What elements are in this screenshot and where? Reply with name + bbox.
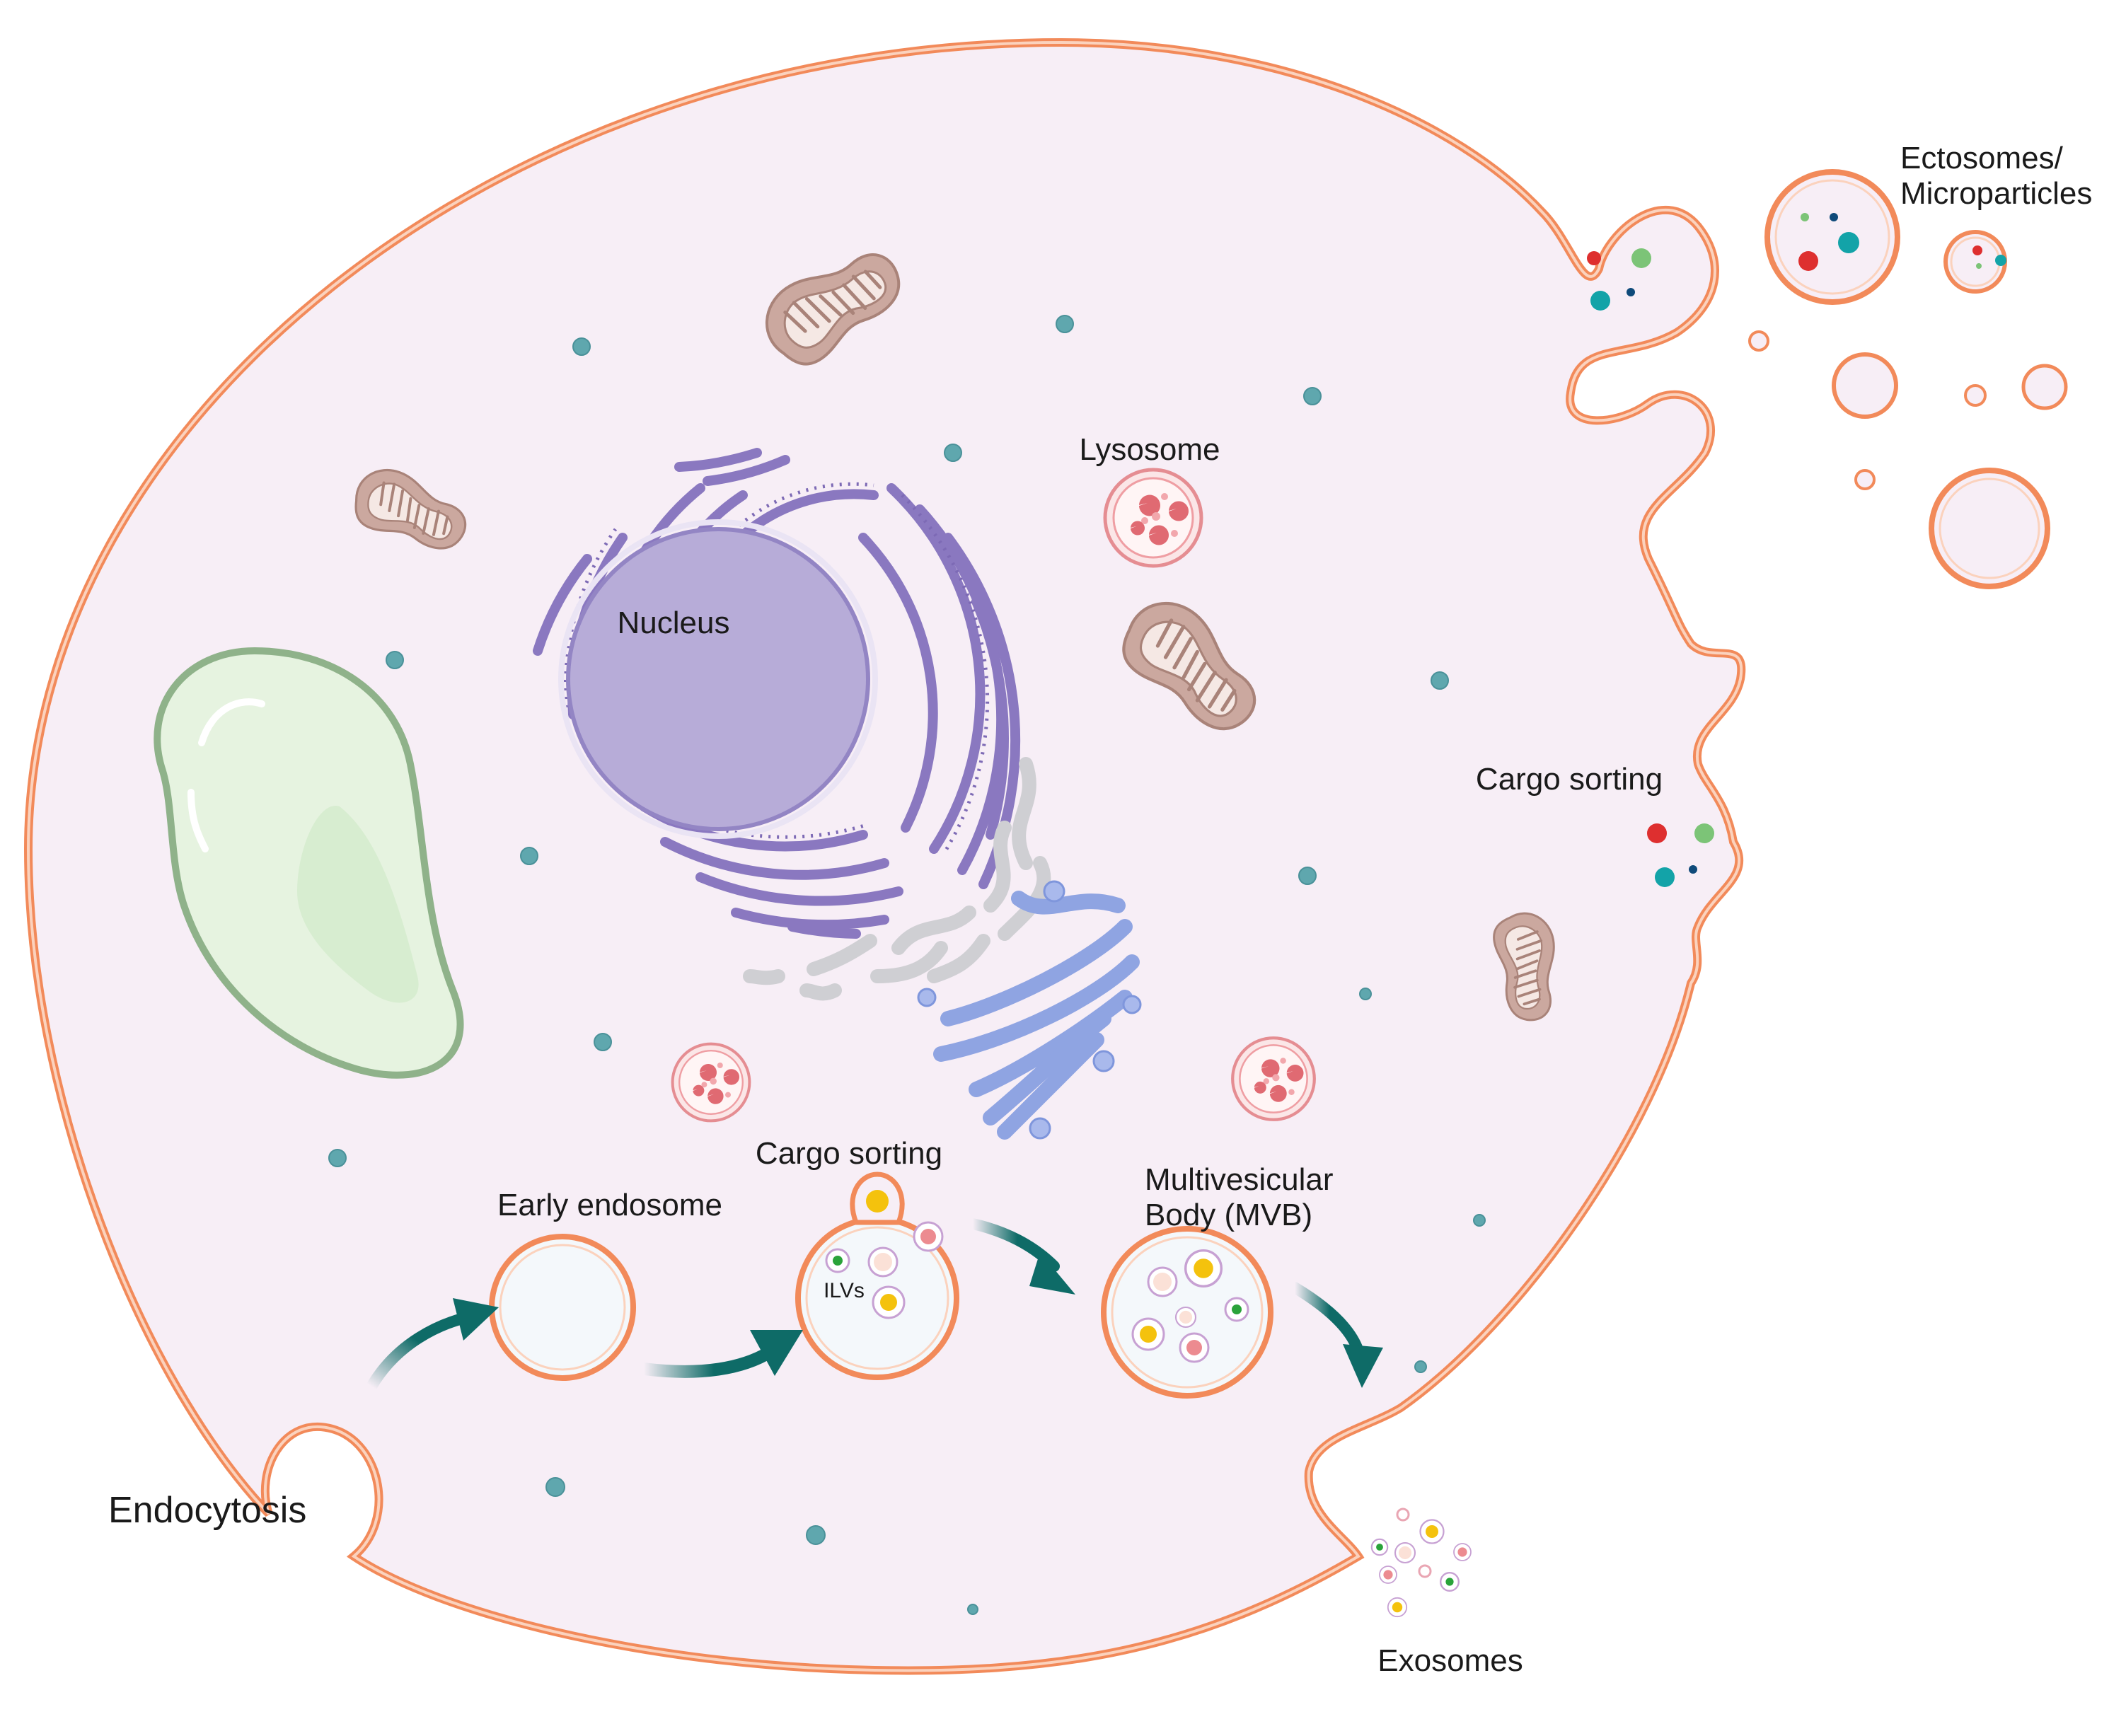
arrow-icon — [637, 1330, 803, 1378]
ectosomes-label-line1: Ectosomes/ — [1900, 141, 2064, 175]
vacuole-icon — [154, 647, 464, 1079]
mvb-label-line1: Multivesicular — [1145, 1162, 1334, 1197]
early-endosome — [489, 1234, 636, 1381]
lysosome-label: Lysosome — [1080, 432, 1220, 467]
budding-vesicle — [1587, 248, 1651, 311]
golgi-icon — [933, 891, 1140, 1140]
exosomes-label: Exosomes — [1377, 1643, 1523, 1678]
membrane-cargo — [1647, 823, 1714, 887]
arrow-icon — [366, 1298, 499, 1392]
multivesicular-body — [1101, 1226, 1273, 1399]
mvb-label-line2: Body (MVB) — [1145, 1198, 1312, 1232]
vesicle-icon — [1832, 352, 1898, 419]
vesicle-icon — [1748, 330, 1769, 352]
arrow-icon — [967, 1218, 1075, 1295]
sorting-endosome — [795, 1171, 959, 1380]
vesicle-icon — [1943, 230, 2007, 294]
cargo-sorting-endosome-label: Cargo sorting — [756, 1136, 942, 1171]
cytosol-particles — [328, 315, 1486, 1615]
ectosomes-label-line2: Microparticles — [1900, 176, 2092, 211]
lysosome-icon — [673, 1044, 750, 1121]
golgi-vesicles — [917, 880, 1142, 1140]
early-endosome-label: Early endosome — [497, 1188, 722, 1222]
nucleus — [566, 527, 870, 831]
vesicle-icon — [1854, 469, 1876, 490]
cargo-sorting-membrane-label: Cargo sorting — [1476, 762, 1663, 797]
ectosomes — [1748, 169, 2068, 589]
lysosome-icon — [1232, 1038, 1315, 1120]
vesicle-icon — [2021, 364, 2068, 410]
endocytosis-label: Endocytosis — [108, 1490, 306, 1531]
exosomes — [1370, 1508, 1472, 1618]
vesicle-icon — [1964, 384, 1987, 407]
vesicle-icon — [1929, 468, 2050, 589]
ilvs-label: ILVs — [824, 1279, 865, 1302]
lysosome-icon — [1105, 470, 1201, 566]
vesicle-icon — [1764, 169, 1900, 305]
nucleus-label: Nucleus — [618, 606, 730, 640]
arrow-icon — [1289, 1282, 1383, 1388]
